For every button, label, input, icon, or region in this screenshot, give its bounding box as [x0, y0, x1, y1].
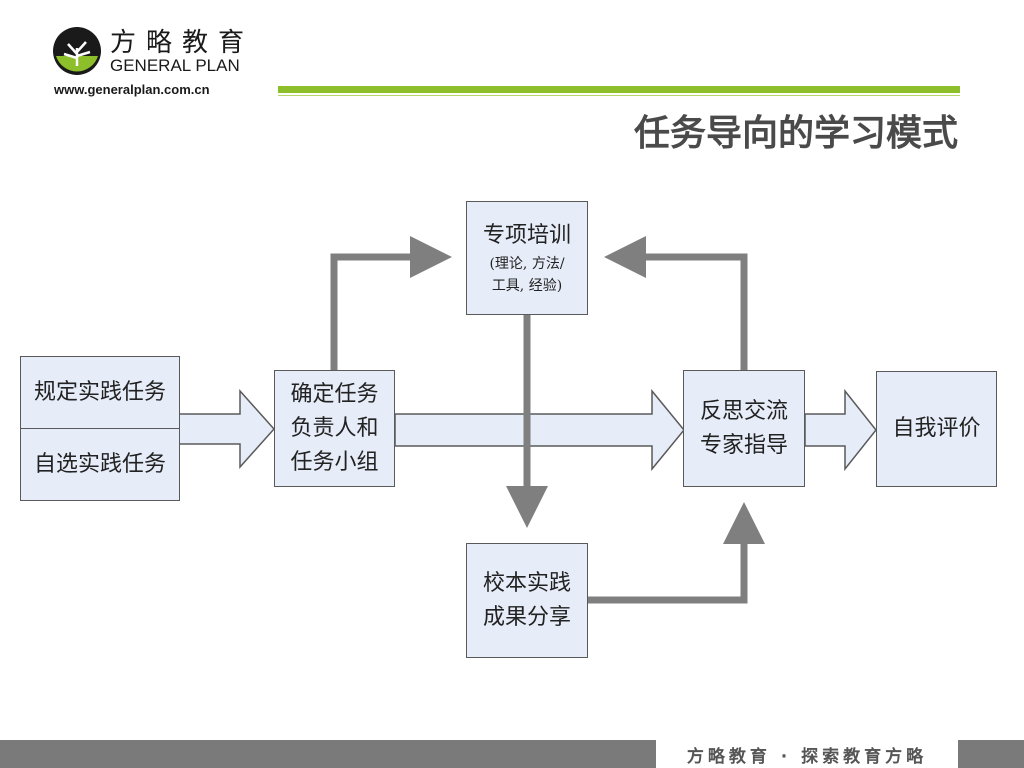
arrow-share-to-reflect: [588, 502, 765, 604]
arrow-reflect-to-training: [604, 236, 748, 370]
logo-english-name: GENERAL PLAN: [110, 56, 240, 75]
node-determine-line-2: 负责人和: [290, 415, 379, 441]
logo-chinese-name: 方略教育: [110, 28, 255, 58]
block-arrow-determine-to-reflect: [394, 388, 685, 472]
node-determine-line-1: 确定任务: [290, 381, 379, 407]
node-share-line-1: 校本实践: [482, 570, 571, 596]
footer-slogan: 方略教育 · 探索教育方略: [656, 740, 958, 768]
node-share-line-2: 成果分享: [482, 604, 571, 630]
footer-bar: 方略教育 · 探索教育方略: [0, 740, 1024, 768]
node-prescribed-task: 规定实践任务: [20, 356, 180, 429]
node-reflect-guidance: 反思交流 专家指导: [683, 370, 805, 487]
node-selfselected-task-label: 自选实践任务: [33, 451, 166, 477]
node-reflect-line-1: 反思交流: [699, 398, 788, 424]
logo: 方略教育 GENERAL PLAN www.generalplan.com.cn: [52, 24, 267, 104]
page-title: 任务导向的学习模式: [633, 113, 958, 154]
node-reflect-line-2: 专家指导: [699, 432, 788, 458]
node-selfselected-task: 自选实践任务: [20, 428, 180, 501]
node-training-sub-1: (理论, 方法/: [489, 256, 565, 272]
node-self-evaluation-label: 自我评价: [892, 416, 981, 441]
header-accent-line: [278, 95, 960, 96]
arrow-determine-to-training: [330, 236, 452, 370]
node-determine-team: 确定任务 负责人和 任务小组: [274, 370, 395, 487]
node-determine-line-3: 任务小组: [290, 449, 379, 475]
node-self-evaluation: 自我评价: [876, 371, 997, 487]
node-prescribed-task-label: 规定实践任务: [33, 379, 166, 405]
node-practice-sharing: 校本实践 成果分享: [466, 543, 588, 658]
block-arrow-tasks-to-determine: [178, 389, 276, 469]
header-accent-bar: [278, 86, 960, 93]
logo-website: www.generalplan.com.cn: [54, 82, 210, 97]
node-training-sub-2: 工具, 经验): [491, 278, 563, 294]
node-training-title: 专项培训: [482, 223, 571, 248]
node-special-training: 专项培训 (理论, 方法/ 工具, 经验): [466, 201, 588, 315]
block-arrow-reflect-to-selfeval: [804, 388, 877, 472]
tree-logo-icon: [53, 27, 101, 75]
